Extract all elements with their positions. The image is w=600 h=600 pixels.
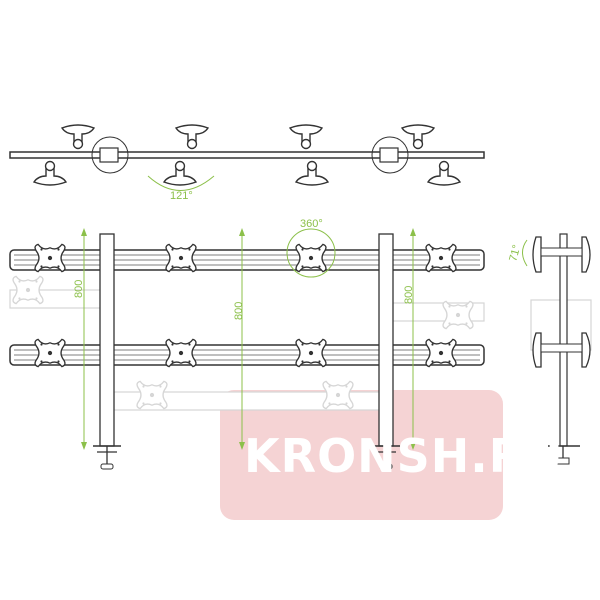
- height-label-right: 800: [403, 286, 415, 304]
- height-label-left: 800: [73, 280, 85, 298]
- height-dimension-arrow: [410, 228, 416, 450]
- clamp-screw: [97, 446, 117, 466]
- rotation-angle-label: 360°: [300, 218, 323, 230]
- clamp-knob: [100, 463, 114, 470]
- side-pole: [559, 233, 568, 447]
- watermark-text: KRONSH.RU: [244, 429, 564, 483]
- desk-clamp: [372, 445, 400, 470]
- top-view-bar: [9, 151, 485, 159]
- arrow-head-down: [81, 442, 87, 450]
- desk-clamp: [93, 445, 121, 470]
- crossbar-rail: [9, 344, 485, 366]
- vesa-plate: [165, 243, 197, 273]
- height-dimension-arrow: [239, 228, 245, 450]
- clamp-knob: [379, 463, 393, 470]
- pole-top-left: [91, 136, 129, 174]
- monitor-head: [427, 160, 461, 186]
- arrow-head-up: [81, 228, 87, 236]
- pole-top-right: [371, 136, 409, 174]
- monitor-head: [295, 160, 329, 186]
- monitor-head: [175, 124, 209, 150]
- watermark-box: [220, 390, 503, 520]
- ghost-plate: [12, 275, 44, 305]
- crossbar-rail: [9, 249, 485, 271]
- ghost-plate: [442, 300, 474, 330]
- vesa-plate: [34, 243, 66, 273]
- vesa-plate: [295, 243, 327, 273]
- ghost-plate: [136, 380, 168, 410]
- vesa-plate: [165, 338, 197, 368]
- vesa-plate: [425, 338, 457, 368]
- front-view: 360° 800 800 800: [9, 218, 485, 470]
- pole-left: [99, 233, 115, 447]
- height-label-center: 800: [233, 302, 245, 320]
- arrow-head-down: [410, 442, 416, 450]
- height-dimension-arrow: [81, 228, 87, 450]
- monitor-head: [163, 160, 197, 186]
- arrow-head-up: [239, 228, 245, 236]
- tilt-angle-label: 71°: [507, 244, 523, 263]
- side-view: 71°: [507, 233, 592, 465]
- vesa-plate: [34, 338, 66, 368]
- top-view: 121°: [9, 124, 485, 202]
- vesa-plate: [425, 243, 457, 273]
- pole-right: [378, 233, 394, 447]
- tilt-arc: [522, 239, 528, 267]
- monitor-head: [401, 124, 435, 150]
- ghost-plate: [322, 380, 354, 410]
- vesa-plate: [295, 338, 327, 368]
- arrow-head-up: [410, 228, 416, 236]
- monitor-head: [289, 124, 323, 150]
- rotation-circle: [286, 228, 336, 278]
- arrow-head-down: [239, 442, 245, 450]
- monitor-head: [33, 160, 67, 186]
- monitor-head: [61, 124, 95, 150]
- clamp-screw: [376, 446, 396, 466]
- swivel-arc: [147, 175, 215, 191]
- swivel-angle-label: 121°: [170, 190, 193, 202]
